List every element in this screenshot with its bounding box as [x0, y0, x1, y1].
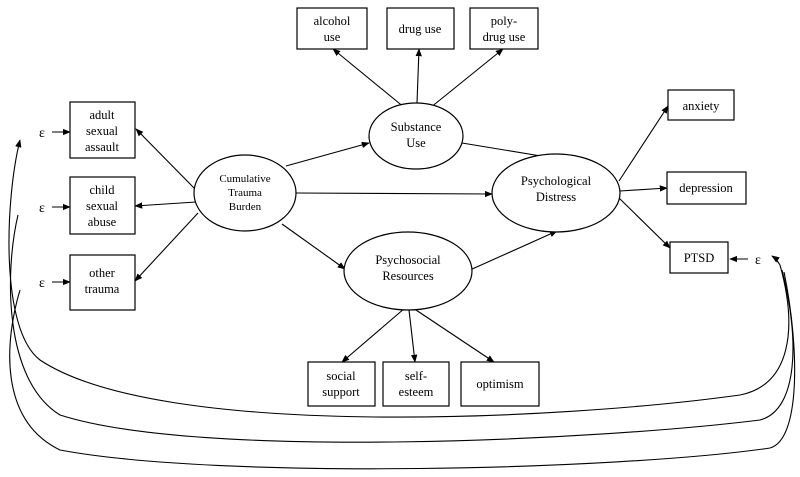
- child-sexual-abuse-line-2: sexual: [86, 199, 118, 213]
- structural-paths: [281, 141, 558, 271]
- path-trauma-to-child-abuse: [134, 201, 197, 209]
- observed-ptsd: PTSD: [669, 241, 729, 274]
- path-trauma-to-resources: [281, 223, 346, 270]
- observed-poly-drug-use: poly- drug use: [469, 7, 539, 50]
- alcohol-use-line-1: alcohol: [314, 14, 351, 28]
- covariance-curve-other-trauma-ptsd: [9, 271, 796, 470]
- psychological-distress-line-1: Psychological: [521, 174, 592, 188]
- path-distress-to-depression: [619, 185, 668, 192]
- cumulative-trauma-line-2: Trauma: [228, 187, 262, 199]
- other-trauma-line-2: trauma: [85, 282, 120, 296]
- path-trauma-to-other-trauma: [134, 212, 199, 282]
- error-terms: ε ε ε ε: [39, 126, 761, 291]
- error-covariance-curves: [8, 139, 796, 470]
- depression-line-1: depression: [679, 181, 733, 195]
- path-trauma-to-distress: [294, 190, 493, 198]
- error-label-child-sexual-abuse: ε: [39, 201, 45, 216]
- child-sexual-abuse-line-1: child: [90, 183, 116, 197]
- error-label-adult-sexual-assault: ε: [39, 126, 45, 141]
- error-label-ptsd: ε: [755, 253, 761, 268]
- self-esteem-line-1: self-: [405, 369, 427, 383]
- path-distress-to-ptsd: [618, 197, 671, 249]
- observed-optimism: optimism: [460, 361, 540, 407]
- social-support-line-1: social: [326, 369, 356, 383]
- latent-substance-use: Substance Use: [368, 102, 464, 170]
- psychosocial-resources-line-1: Psychosocial: [375, 253, 441, 267]
- latent-cumulative-trauma-burden: Cumulative Trauma Burden: [193, 154, 297, 232]
- observed-anxiety: anxiety: [667, 89, 735, 121]
- path-substance-to-drug: [415, 48, 422, 104]
- observed-self-esteem: self- esteem: [382, 361, 450, 407]
- cumulative-trauma-line-3: Burden: [229, 201, 262, 213]
- cumulative-trauma-line-1: Cumulative: [219, 173, 270, 185]
- observed-adult-sexual-assault: adult sexual assault: [69, 101, 136, 159]
- observed-drug-use: drug use: [386, 7, 455, 50]
- alcohol-use-line-2: use: [324, 30, 341, 44]
- path-substance-to-polydrug: [429, 48, 504, 109]
- observed-depression: depression: [666, 171, 747, 205]
- other-trauma-line-1: other: [89, 266, 116, 280]
- error-label-other-trauma: ε: [39, 276, 45, 291]
- adult-sexual-assault-line-2: sexual: [86, 124, 118, 138]
- path-resources-to-selfesteem: [408, 309, 418, 363]
- path-distress-to-anxiety: [618, 105, 669, 182]
- latent-psychosocial-resources: Psychosocial Resources: [343, 231, 473, 311]
- path-resources-to-optimism: [412, 307, 495, 363]
- psychosocial-resources-line-2: Resources: [382, 269, 434, 283]
- ptsd-line-1: PTSD: [684, 251, 715, 265]
- adult-sexual-assault-line-3: assault: [85, 140, 120, 154]
- observed-social-support: social support: [307, 361, 376, 407]
- path-trauma-to-adult-assault: [135, 128, 197, 191]
- optimism-line-1: optimism: [476, 377, 524, 391]
- covariance-curve-child-sexual-abuse-ptsd: [9, 214, 794, 443]
- path-trauma-to-substance: [285, 141, 370, 167]
- anxiety-line-1: anxiety: [683, 99, 721, 113]
- path-substance-to-alcohol: [332, 48, 406, 109]
- observed-alcohol-use: alcohol use: [296, 7, 368, 50]
- social-support-line-2: support: [322, 385, 360, 399]
- psychological-distress-line-2: Distress: [536, 190, 576, 204]
- drug-use-line-1: drug use: [399, 22, 442, 36]
- observed-child-sexual-abuse: child sexual abuse: [69, 176, 136, 235]
- path-resources-to-distress: [469, 230, 558, 271]
- path-resources-to-social: [341, 307, 406, 363]
- self-esteem-line-2: esteem: [399, 385, 434, 399]
- poly-drug-use-line-2: drug use: [483, 30, 526, 44]
- measurement-paths: [134, 48, 671, 363]
- observed-other-trauma: other trauma: [69, 254, 136, 311]
- latent-psychological-distress: Psychological Distress: [491, 153, 621, 233]
- poly-drug-use-line-1: poly-: [491, 14, 517, 28]
- substance-use-line-1: Substance: [391, 120, 442, 134]
- adult-sexual-assault-line-1: adult: [90, 108, 116, 122]
- child-sexual-abuse-line-3: abuse: [88, 215, 117, 229]
- substance-use-line-2: Use: [406, 136, 426, 150]
